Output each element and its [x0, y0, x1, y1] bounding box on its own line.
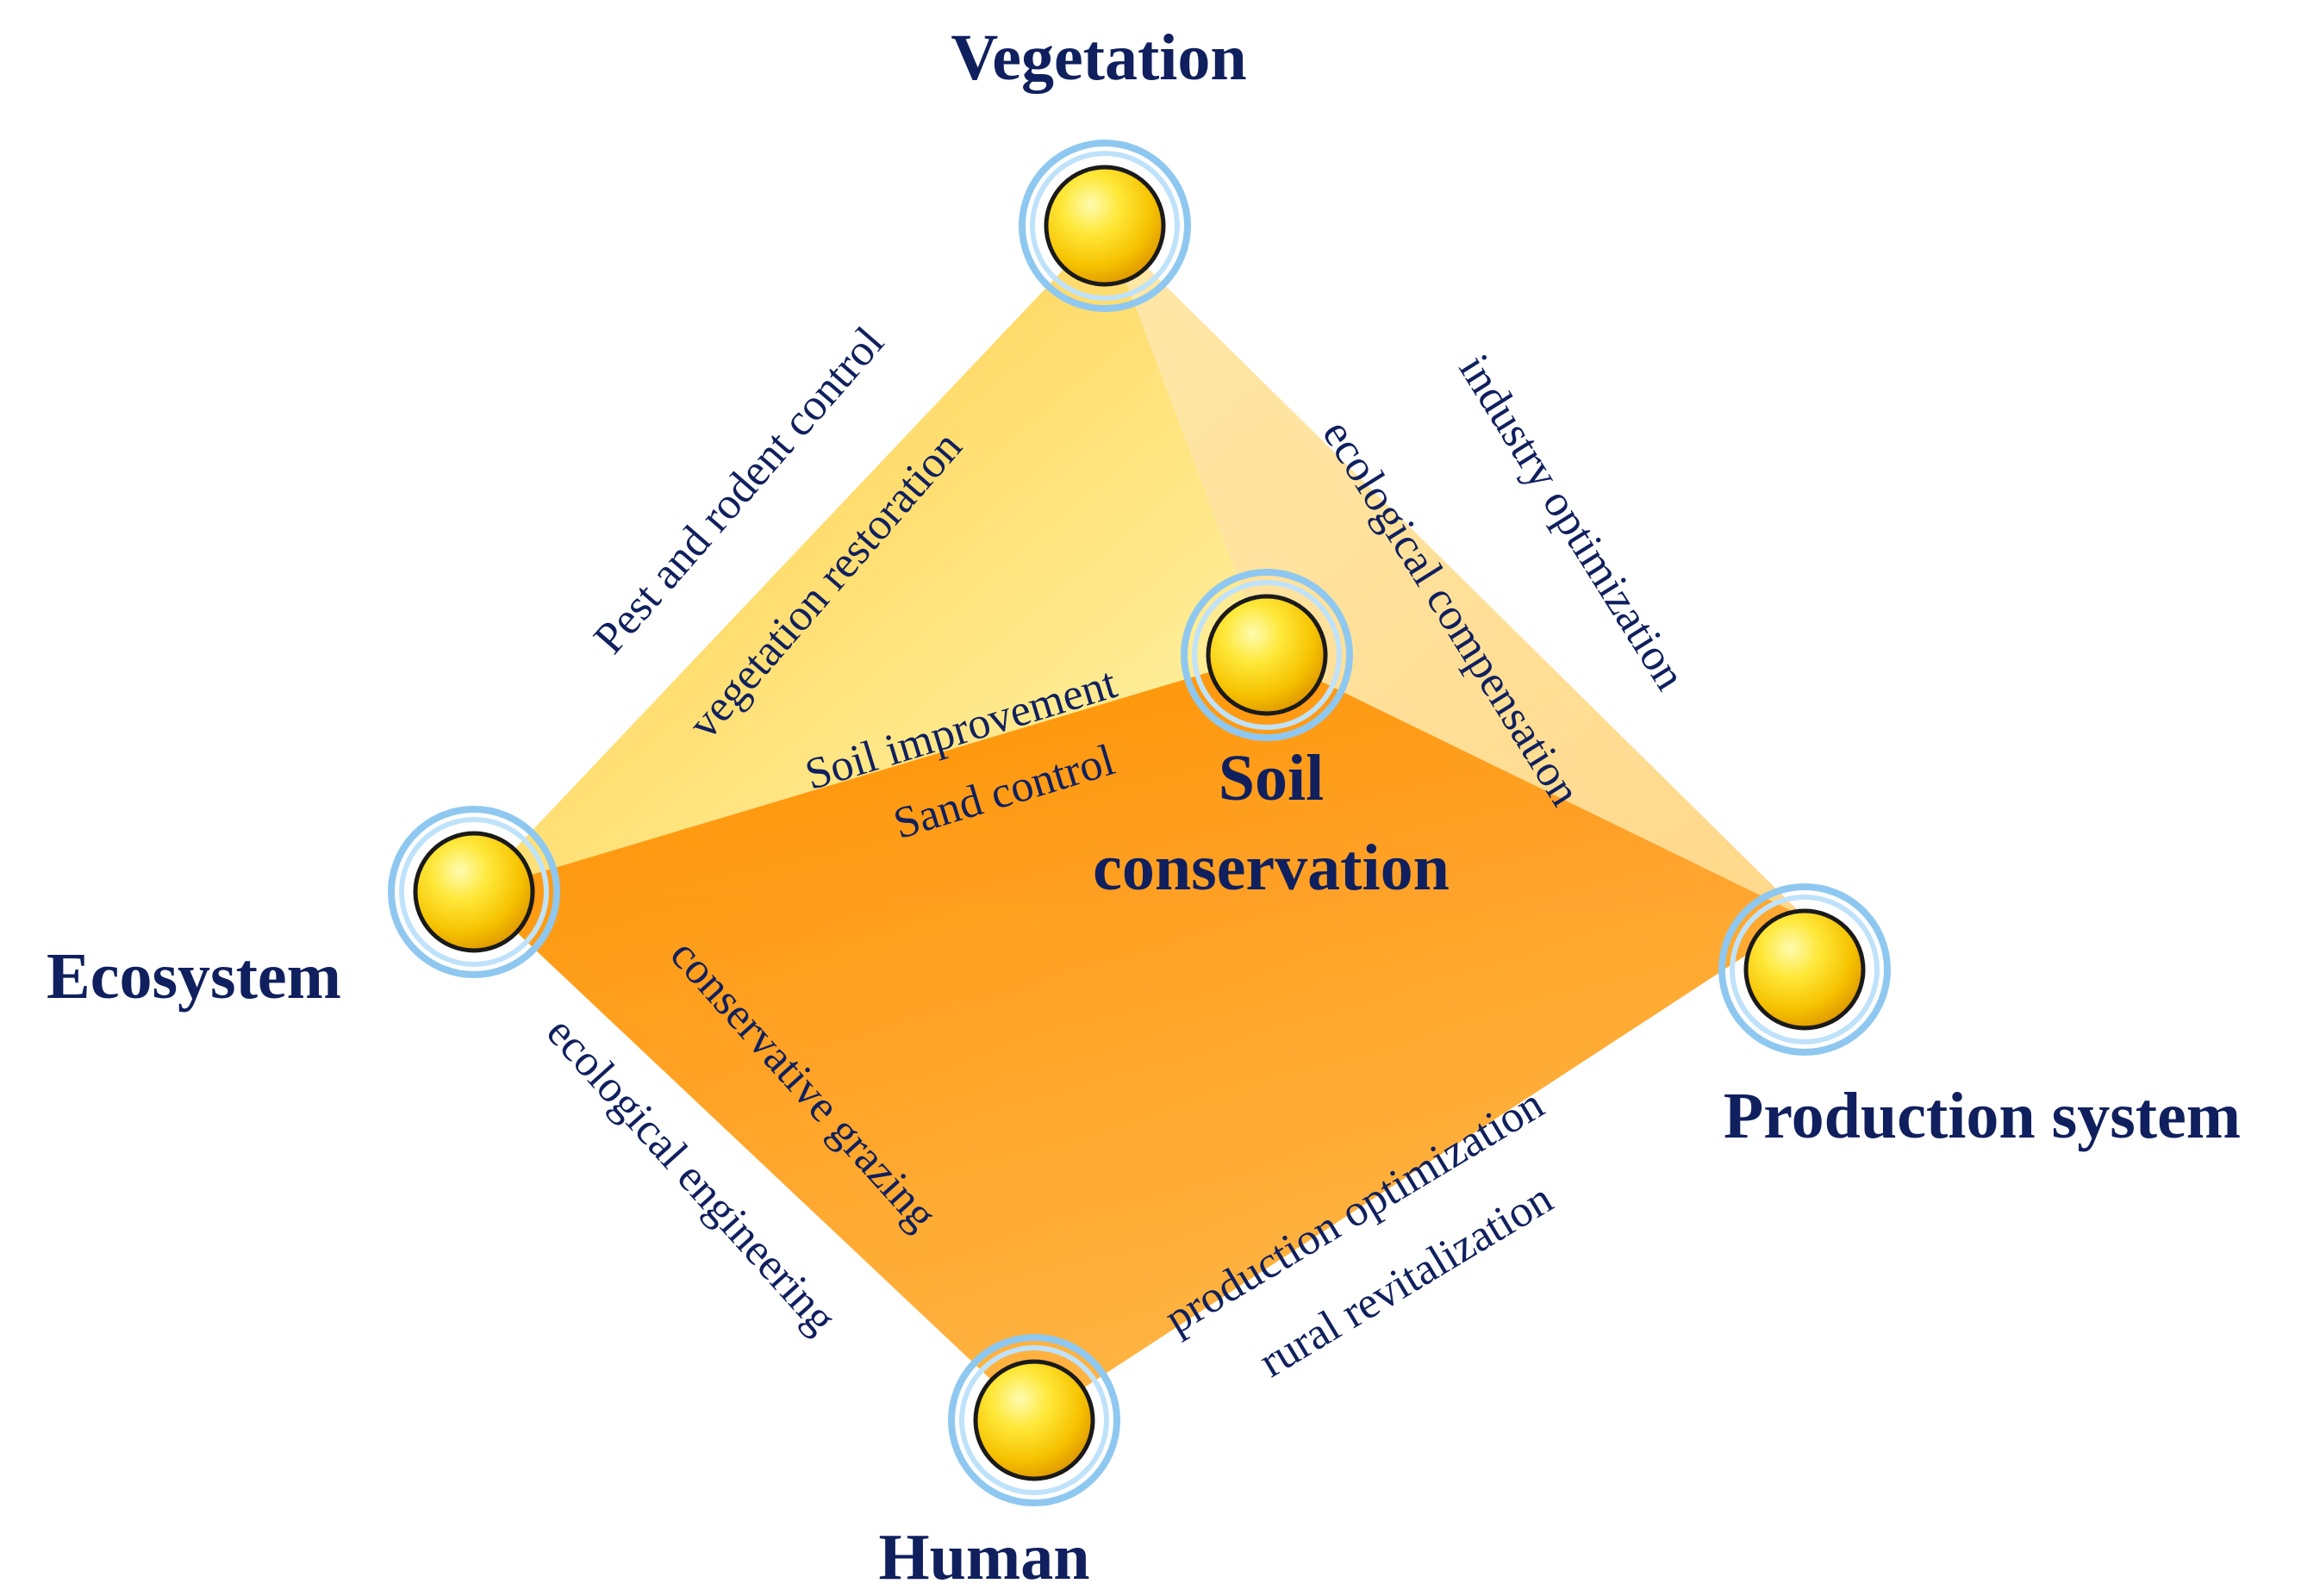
node-production: [1718, 883, 1891, 1056]
face-front-lower: [474, 892, 1805, 1420]
node-human: [948, 1334, 1120, 1506]
ecosystem-sphere: [413, 831, 535, 953]
title-human: Human: [879, 1521, 1090, 1593]
title-soil-line1: Soil: [1219, 742, 1325, 814]
pyramid-faces: [474, 226, 1805, 1420]
face-vegetation-production: [1105, 226, 1805, 917]
face-vegetation-ecosystem: [474, 226, 1267, 892]
soil-sphere: [1206, 594, 1328, 716]
title-vegetation: Vegetation: [951, 22, 1246, 94]
node-ecosystem: [388, 806, 560, 978]
node-vegetation: [1019, 140, 1191, 312]
title-ecosystem: Ecosystem: [47, 940, 341, 1013]
title-soil-line2: conservation: [1093, 832, 1450, 904]
vegetation-sphere: [1044, 165, 1166, 287]
human-sphere: [973, 1359, 1095, 1481]
node-soil: [1181, 569, 1353, 741]
production-sphere: [1743, 908, 1866, 1031]
title-production-system: Production system: [1724, 1080, 2241, 1152]
